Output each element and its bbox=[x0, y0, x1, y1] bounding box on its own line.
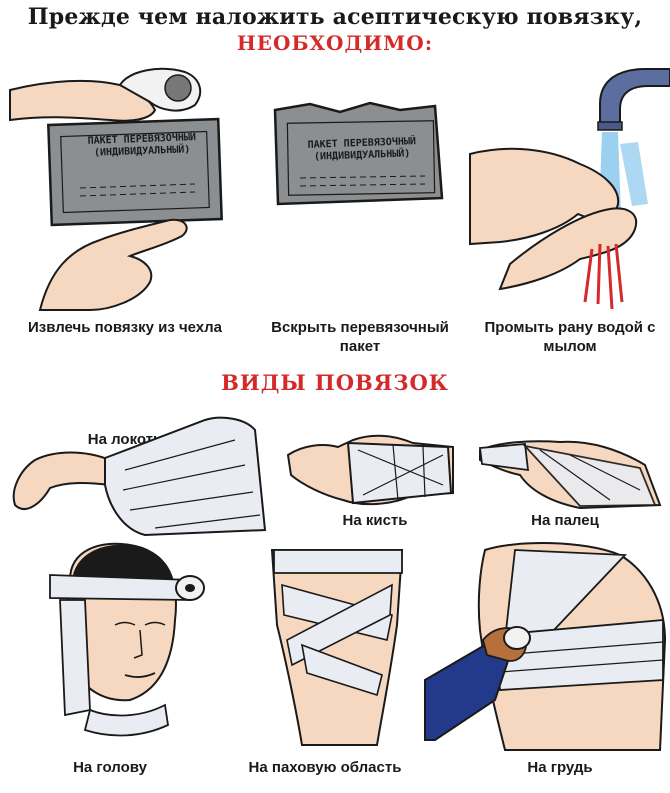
chest-bandage-illustration bbox=[424, 542, 667, 751]
hand-bandage-illustration bbox=[286, 434, 454, 506]
faucet-icon bbox=[597, 68, 670, 131]
bandage-type-label: На паховую область bbox=[248, 759, 402, 776]
bandage-roll-icon bbox=[503, 626, 531, 650]
finger-bandage-illustration bbox=[478, 440, 662, 510]
head-bandage-illustration bbox=[49, 542, 205, 737]
bandage-type-label: На палец bbox=[531, 512, 599, 529]
step-caption: Промыть рану водой с мылом bbox=[484, 319, 656, 355]
page-subtitle: НЕОБХОДИМО: bbox=[236, 31, 434, 55]
elbow-bandage-illustration bbox=[12, 416, 267, 537]
extract-bandage-illustration bbox=[9, 67, 223, 311]
wash-wound-illustration bbox=[469, 68, 670, 310]
step-caption: Вскрыть перевязочный пакет bbox=[271, 319, 449, 355]
page-title: Прежде чем наложить асептическую повязку… bbox=[27, 4, 643, 30]
bandage-type-label: На грудь bbox=[527, 759, 593, 776]
open-packet-illustration bbox=[273, 101, 444, 206]
bandage-type-label: На кисть bbox=[342, 512, 408, 529]
section-heading: ВИДЫ ПОВЯЗОК bbox=[221, 370, 449, 395]
bandage-roll-icon bbox=[175, 575, 205, 601]
bandage-type-label: На голову bbox=[73, 759, 147, 776]
step-caption: Извлечь повязку из чехла bbox=[27, 319, 223, 336]
groin-bandage-illustration bbox=[270, 549, 404, 746]
